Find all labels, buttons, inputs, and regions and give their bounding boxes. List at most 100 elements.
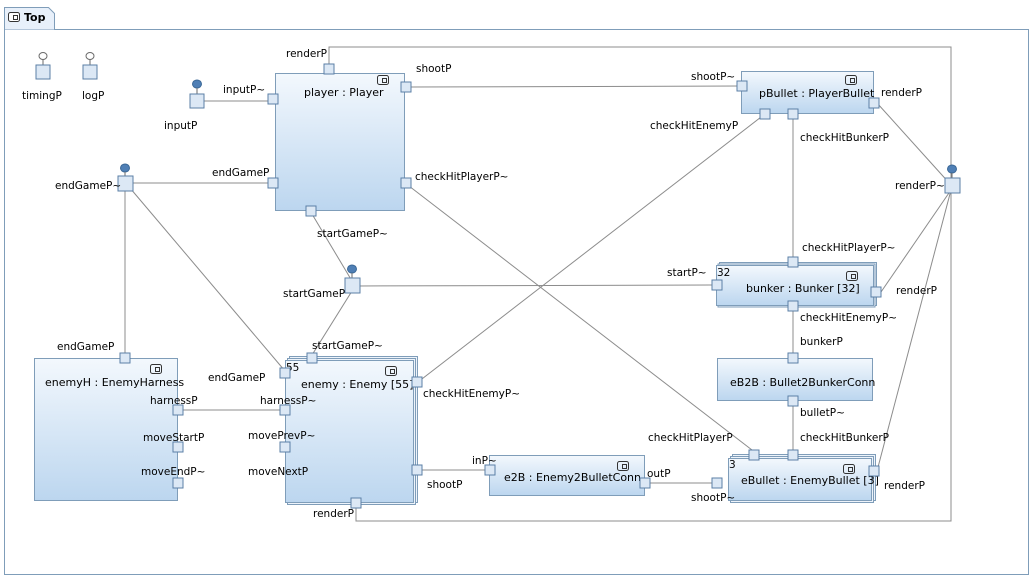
port-inP[interactable] <box>484 464 496 476</box>
connector-shoot-player <box>408 85 742 88</box>
port-harnessP[interactable] <box>279 404 291 416</box>
structure-icon <box>846 271 858 281</box>
endgame-port[interactable] <box>117 163 134 192</box>
render-port[interactable] <box>944 164 961 194</box>
port-label: moveStartP <box>143 432 204 444</box>
port-label: shootP~ <box>691 71 735 83</box>
port-label: endGameP~ <box>55 180 121 192</box>
enemyh-part[interactable]: enemyH : EnemyHarness <box>34 352 185 501</box>
port-outP[interactable] <box>639 477 651 489</box>
port-checkHitPlayerP[interactable] <box>400 177 412 189</box>
port-startGameP[interactable] <box>306 352 318 364</box>
port-moveEndP[interactable] <box>172 477 184 489</box>
connector-startgame-enemy <box>311 290 353 356</box>
port-renderP[interactable] <box>350 497 362 509</box>
port-label: shootP~ <box>691 492 735 504</box>
port-label: checkHitEnemyP <box>650 120 738 132</box>
bunker-part[interactable]: 32 bunker : Bunker [32] <box>711 256 882 312</box>
port-renderP[interactable] <box>323 63 335 75</box>
part-name: enemyH : EnemyHarness <box>45 376 184 389</box>
connector-checkhitenemy <box>417 113 766 383</box>
port-renderP[interactable] <box>868 97 880 109</box>
port-label: checkHitEnemyP~ <box>800 312 897 324</box>
port-shootP[interactable] <box>411 464 423 476</box>
connector-startgame-player <box>311 213 353 282</box>
port-checkHitBunkerP[interactable] <box>787 449 799 461</box>
port-movePrevP[interactable] <box>279 441 291 453</box>
port-label: checkHitPlayerP~ <box>802 242 895 254</box>
frame-title: Top <box>24 11 46 24</box>
port-label: moveNextP <box>248 466 308 478</box>
port-label: harnessP <box>150 395 198 407</box>
port-endGameP[interactable] <box>279 367 291 379</box>
port-endGameP[interactable] <box>267 177 279 189</box>
log-port[interactable] <box>82 52 98 80</box>
startgame-port[interactable] <box>344 264 361 294</box>
port-label: renderP <box>286 48 327 60</box>
port-checkHitEnemyP[interactable] <box>759 108 771 120</box>
input-port[interactable] <box>189 79 205 109</box>
structure-icon <box>8 12 20 22</box>
port-label: movePrevP~ <box>248 430 315 442</box>
port-startGameP[interactable] <box>305 205 317 217</box>
port-bunkerP[interactable] <box>787 352 799 364</box>
port-label: renderP~ <box>895 180 945 192</box>
structure-icon <box>843 464 855 474</box>
port-checkHitPlayerP[interactable] <box>748 449 760 461</box>
enemy-part[interactable]: 55 enemy : Enemy [55] <box>279 352 423 509</box>
connector-endgame-enemy <box>129 187 286 372</box>
port-label: checkHitBunkerP <box>800 132 889 144</box>
port-label: renderP <box>884 480 925 492</box>
port-label: logP <box>82 90 104 102</box>
port-label: checkHitPlayerP~ <box>415 171 508 183</box>
port-bulletP[interactable] <box>787 395 799 407</box>
port-label: checkHitEnemyP~ <box>423 388 520 400</box>
port-label: startGameP~ <box>312 340 383 352</box>
port-checkHitBunkerP[interactable] <box>787 108 799 120</box>
part-name: bunker : Bunker [32] <box>746 282 860 295</box>
port-checkHitEnemyP[interactable] <box>787 300 799 312</box>
port-label: checkHitBunkerP <box>800 432 889 444</box>
port-moveStartP[interactable] <box>172 441 184 453</box>
port-checkHitEnemyP[interactable] <box>411 376 423 388</box>
port-label: endGameP <box>57 341 114 353</box>
port-inputP[interactable] <box>267 93 279 105</box>
part-name: eB2B : Bullet2BunkerConn <box>730 376 875 389</box>
structure-icon <box>377 75 389 85</box>
connector-render-pbullet <box>876 102 952 186</box>
port-checkHitPlayerP[interactable] <box>787 256 799 268</box>
port-endGameP[interactable] <box>119 352 131 364</box>
port-label: inputP <box>164 120 197 132</box>
port-label: startP~ <box>667 267 707 279</box>
port-renderP[interactable] <box>868 465 880 477</box>
port-label: inP~ <box>472 455 497 467</box>
port-label: checkHitPlayerP <box>648 432 733 444</box>
connector-render-ebullet <box>876 189 952 472</box>
port-harnessP[interactable] <box>172 404 184 416</box>
port-startP[interactable] <box>711 279 723 291</box>
structure-icon <box>150 364 162 374</box>
port-label: harnessP~ <box>260 395 316 407</box>
port-shootP[interactable] <box>711 477 723 489</box>
connector-startgame-bunker <box>356 284 713 287</box>
connector-render-enemy <box>355 190 952 522</box>
port-shootP[interactable] <box>736 80 748 92</box>
timing-port[interactable] <box>35 52 51 80</box>
port-label: shootP <box>416 63 451 75</box>
connector-render-bunker <box>880 189 952 293</box>
player-part[interactable]: player : Player <box>267 63 412 217</box>
part-name: enemy : Enemy [55] <box>301 378 413 391</box>
port-label: endGameP <box>208 372 265 384</box>
port-label: startGameP~ <box>317 228 388 240</box>
port-renderP[interactable] <box>870 286 882 298</box>
port-label: startGameP <box>283 288 345 300</box>
ebullet-part[interactable]: 3 eBullet : EnemyBullet [3] <box>711 449 880 503</box>
e2b-part[interactable]: e2B : Enemy2BulletConn <box>484 455 651 496</box>
part-name: pBullet : PlayerBullet <box>759 87 875 100</box>
connectors <box>124 46 952 522</box>
pbullet-part[interactable]: pBullet : PlayerBullet <box>736 71 880 120</box>
port-label: endGameP <box>212 167 269 179</box>
eb2b-part[interactable]: eB2B : Bullet2BunkerConn <box>717 352 876 407</box>
port-shootP[interactable] <box>400 81 412 93</box>
port-label: renderP <box>313 508 354 520</box>
